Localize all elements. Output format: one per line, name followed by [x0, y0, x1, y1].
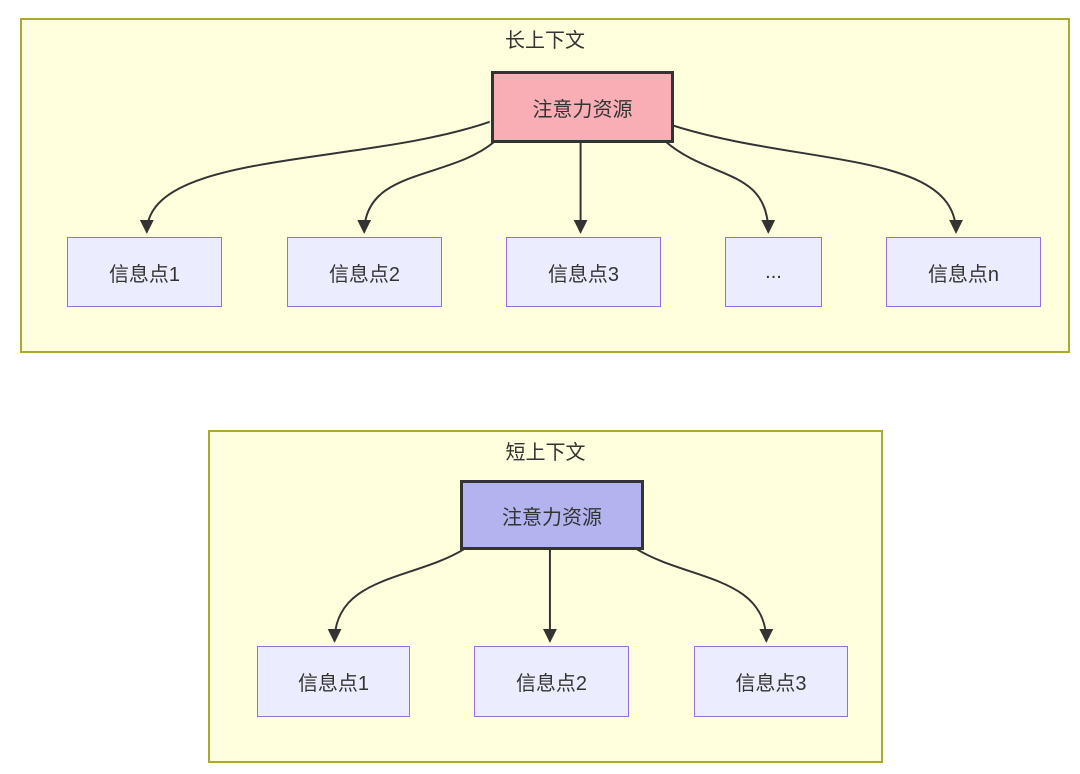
long-info-node-2: 信息点2 — [287, 237, 442, 307]
long-context-title: 长上下文 — [505, 30, 585, 52]
long-info-node-3: 信息点3 — [506, 237, 661, 307]
edge-attention-to-info2 — [357, 140, 496, 234]
edge-attention-to-info1 — [327, 547, 466, 643]
short-context-title: 短上下文 — [505, 442, 586, 464]
long-info-node-ellipsis: ... — [725, 237, 822, 307]
edge-attention-to-info1 — [139, 120, 490, 234]
edge-attention-to-ellipsis — [664, 140, 776, 234]
edge-attention-to-info3 — [635, 547, 774, 643]
long-attention-hub-node: 注意力资源 — [491, 71, 674, 143]
short-context-panel: 短上下文 注意力资源 信息点1 信息点2 信息点3 — [208, 430, 883, 763]
short-info-node-3: 信息点3 — [694, 646, 848, 717]
long-context-panel: 长上下文 注意力资源 信息点1 信息点2 信息点3 ... 信息点n — [20, 18, 1070, 353]
long-info-node-n: 信息点n — [886, 237, 1041, 307]
edge-attention-to-infon — [670, 123, 963, 234]
long-info-node-1: 信息点1 — [67, 237, 222, 307]
short-info-node-1: 信息点1 — [257, 646, 410, 717]
short-info-node-2: 信息点2 — [474, 646, 629, 717]
short-attention-hub-node: 注意力资源 — [460, 480, 644, 550]
